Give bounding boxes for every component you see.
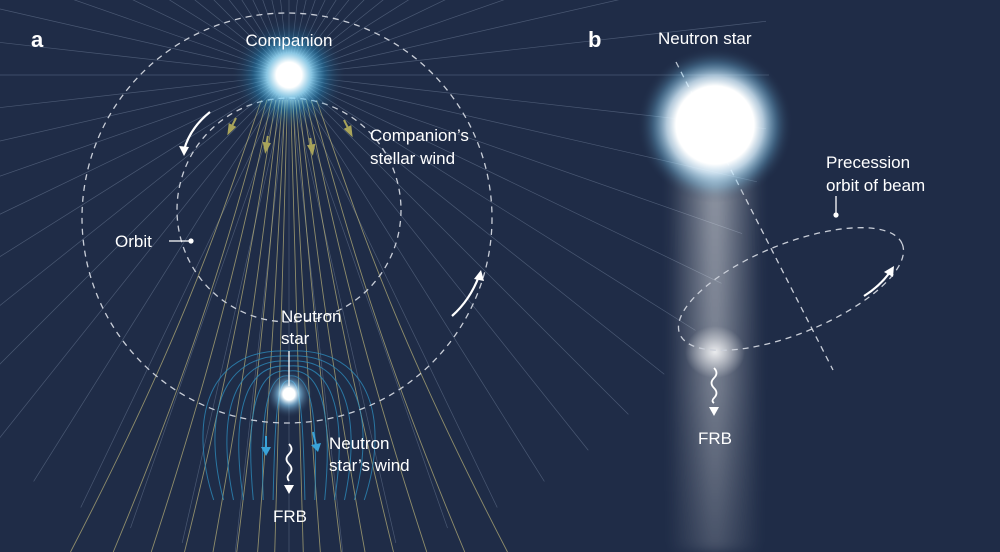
outer-orbit-circle <box>81 12 493 424</box>
light-ray <box>194 0 273 62</box>
light-ray <box>308 0 446 66</box>
precession-direction-arrow <box>863 266 894 297</box>
light-ray <box>307 0 410 64</box>
wind-line <box>295 99 342 552</box>
wind-line <box>112 99 268 552</box>
precession-label-line1: Precession <box>826 153 910 172</box>
light-ray <box>234 96 287 552</box>
light-ray <box>73 0 269 69</box>
light-ray <box>309 0 505 69</box>
ns-field-line <box>288 355 364 501</box>
ns-field-line <box>288 365 340 501</box>
panel-a-letter: a <box>31 27 44 52</box>
light-ray <box>33 93 278 482</box>
light-ray <box>302 0 350 59</box>
ns-field-line <box>202 350 290 501</box>
light-ray <box>0 88 273 306</box>
light-ray <box>302 91 589 451</box>
ns-field-line <box>226 360 290 501</box>
frb-wave-arrow-a <box>284 443 294 494</box>
panel-b: b Neutron star Precession orbit of beam … <box>588 27 925 552</box>
light-ray <box>80 94 280 508</box>
frb-label-a: FRB <box>273 507 307 526</box>
companion-star <box>231 17 347 133</box>
stellar-wind-label-line2: stellar wind <box>370 149 455 168</box>
beam-bright-spot <box>685 326 745 378</box>
light-ray <box>305 88 665 375</box>
wind-line <box>70 99 262 552</box>
orbit-direction-arrow-right <box>451 270 484 317</box>
panel-b-letter: b <box>588 27 601 52</box>
light-ray <box>0 84 270 215</box>
ns-wind-label-line2: star’s wind <box>329 456 410 475</box>
precession-leader-dot <box>833 212 839 218</box>
orbit-leader-dot <box>188 238 194 244</box>
light-ray <box>310 20 767 73</box>
light-ray <box>310 0 620 71</box>
light-ray <box>0 81 269 177</box>
neutron-star-b <box>637 47 793 203</box>
light-ray <box>0 77 268 108</box>
inner-orbit-circle <box>176 97 402 323</box>
companion-label: Companion <box>246 31 333 50</box>
light-ray <box>0 91 276 438</box>
panel-a: a Companion Companion’s stellar wind Orb… <box>0 0 769 552</box>
light-ray <box>308 84 722 284</box>
light-ray <box>0 8 268 71</box>
light-ray <box>0 90 274 365</box>
precession-label-line2: orbit of beam <box>826 176 925 195</box>
neutron-star-label-line1: Neutron <box>281 307 341 326</box>
wind-line <box>292 99 321 552</box>
wind-line <box>236 99 283 552</box>
ns-field-line <box>214 355 290 501</box>
light-ray <box>0 79 268 142</box>
wind-arrow-head <box>307 143 316 156</box>
light-ray <box>307 86 696 331</box>
ns-field-line <box>250 370 290 501</box>
ns-wind-arrow-right <box>311 431 321 452</box>
light-ray <box>291 96 344 552</box>
light-ray <box>298 94 498 508</box>
ns-field-line <box>288 350 376 501</box>
precession-orbit-ellipse <box>677 227 905 351</box>
light-ray <box>305 0 384 62</box>
wind-line <box>298 99 366 552</box>
wind-arrow-head <box>262 141 271 154</box>
light-ray <box>300 93 545 482</box>
light-ray <box>0 42 268 73</box>
wind-arrow-head <box>343 125 353 138</box>
ns-field-line <box>238 365 290 501</box>
stellar-wind-label-line1: Companion’s <box>370 126 469 145</box>
ns-wind-label-line1: Neutron <box>329 434 389 453</box>
light-ray <box>181 96 285 544</box>
neutron-star-b-label: Neutron star <box>658 29 752 48</box>
light-ray <box>213 0 274 60</box>
stellar-wind-arrows <box>227 117 353 156</box>
wind-line <box>316 99 508 552</box>
wind-line <box>150 99 273 552</box>
light-ray <box>304 0 365 60</box>
ns-field-line <box>288 360 352 501</box>
ns-field-line <box>288 370 328 501</box>
light-ray <box>168 0 271 64</box>
wind-line <box>310 99 466 552</box>
frb-wave-arrow-b <box>709 367 719 416</box>
wind-line <box>212 99 280 552</box>
orbit-direction-arrow-left <box>179 111 211 156</box>
light-ray <box>132 0 270 66</box>
light-ray <box>0 86 271 258</box>
orbit-label: Orbit <box>115 232 152 251</box>
light-ray <box>304 90 629 415</box>
frb-label-b: FRB <box>698 429 732 448</box>
neutron-star-label-line2: star <box>281 329 310 348</box>
ns-wind-arrow-left <box>261 436 271 456</box>
neutron-star-a <box>265 370 313 418</box>
wind-line <box>305 99 428 552</box>
wind-line <box>257 99 286 552</box>
light-ray <box>293 96 397 544</box>
wind-arrow-head <box>227 123 237 136</box>
